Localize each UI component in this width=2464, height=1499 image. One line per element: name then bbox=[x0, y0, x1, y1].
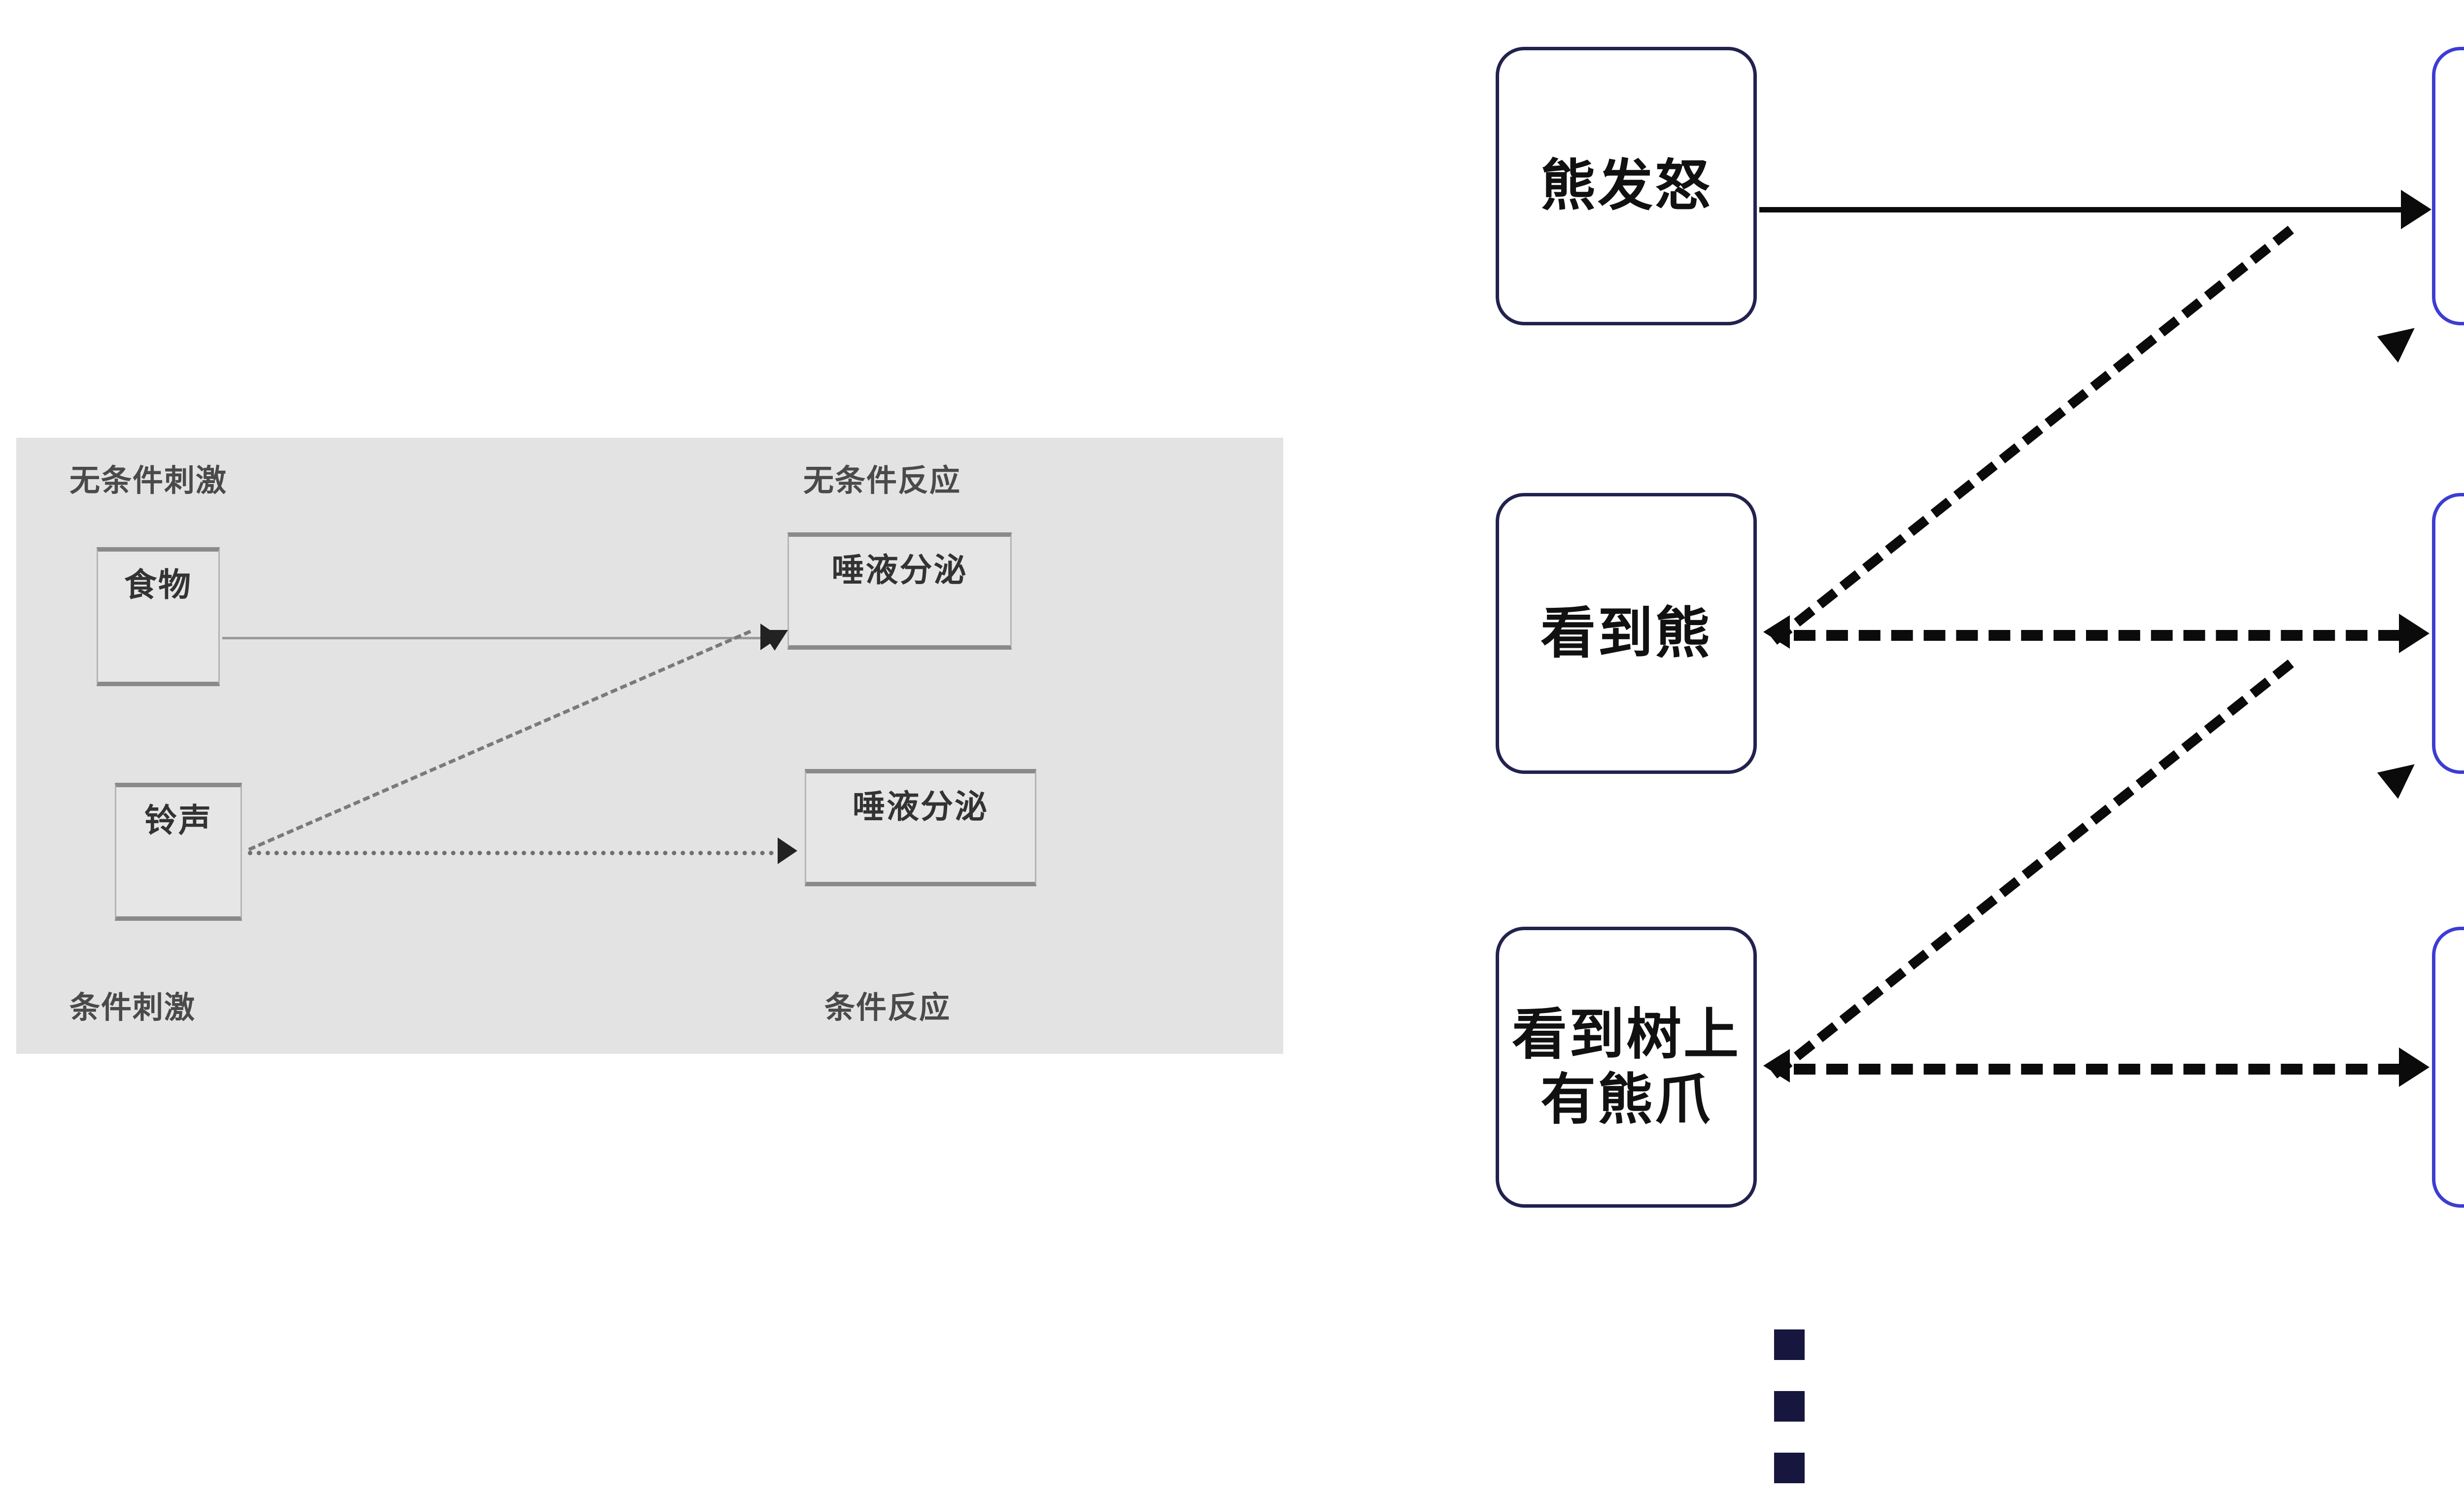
arrowhead-see-claw-to-vsprime bbox=[2377, 751, 2425, 799]
label-conditioned-response: 条件反应 bbox=[824, 991, 951, 1025]
edge-see-claw-to-vsprime bbox=[1771, 660, 2294, 1079]
ellipsis-left-dot-2 bbox=[1774, 1391, 1805, 1422]
edge-see-bear-to-vsprime bbox=[1794, 630, 2400, 641]
box-food-label: 食物 bbox=[124, 566, 192, 603]
box-salivation-conditioned-label: 唾液分泌 bbox=[853, 788, 989, 825]
arrowhead-see-bear-to-vsprime bbox=[2399, 614, 2430, 653]
node-see-claw-line-1: 看到树上 bbox=[1512, 1003, 1741, 1065]
node-reward[interactable]: 奖励 bbox=[2432, 47, 2464, 325]
box-salivation-unconditioned: 唾液分泌 bbox=[787, 532, 1012, 650]
edge-see-claw-to-vs bbox=[1794, 1064, 2400, 1075]
arrowhead-see-claw-origin bbox=[1763, 1049, 1790, 1082]
node-value-s-prime[interactable]: V(s′) bbox=[2432, 493, 2464, 774]
box-bell: 铃声 bbox=[115, 783, 242, 921]
arrowhead-see-claw-to-vs bbox=[2399, 1047, 2430, 1087]
label-unconditioned-response: 无条件反应 bbox=[803, 464, 961, 498]
node-bear-angry-label: 熊发怒 bbox=[1540, 155, 1712, 217]
node-see-bear-label: 看到熊 bbox=[1540, 602, 1712, 664]
node-see-claw-line-2: 有熊爪 bbox=[1540, 1069, 1712, 1130]
box-bell-label: 铃声 bbox=[144, 802, 212, 838]
label-unconditioned-stimulus: 无条件刺激 bbox=[69, 464, 228, 498]
edge-anger-to-reward bbox=[1759, 207, 2405, 212]
box-salivation-conditioned: 唾液分泌 bbox=[805, 769, 1036, 886]
ellipsis-left-dot-3 bbox=[1774, 1453, 1805, 1483]
arrow-bell-to-unconditioned-diagonal bbox=[248, 629, 752, 851]
node-bear-angry[interactable]: 熊发怒 bbox=[1496, 47, 1757, 325]
arrowhead-anger-to-reward bbox=[2401, 190, 2431, 229]
node-see-claw-on-tree-label: 看到树上 有熊爪 bbox=[1512, 1002, 1741, 1132]
node-value-s[interactable]: V(s) bbox=[2432, 927, 2464, 1208]
box-salivation-unconditioned-label: 唾液分泌 bbox=[831, 552, 968, 588]
arrowhead-bell-diagonal bbox=[761, 630, 788, 651]
node-see-bear[interactable]: 看到熊 bbox=[1496, 493, 1757, 774]
ellipsis-left-dot-1 bbox=[1774, 1329, 1805, 1360]
classical-conditioning-panel: 无条件刺激 无条件反应 条件刺激 条件反应 食物 铃声 唾液分泌 唾液分泌 bbox=[16, 438, 1283, 1054]
edge-see-bear-to-reward bbox=[1771, 226, 2294, 645]
label-conditioned-stimulus: 条件刺激 bbox=[69, 991, 196, 1025]
box-food: 食物 bbox=[97, 547, 220, 686]
arrowhead-see-bear-to-reward bbox=[2377, 314, 2425, 363]
node-see-claw-on-tree[interactable]: 看到树上 有熊爪 bbox=[1496, 927, 1757, 1208]
arrowhead-see-bear-origin bbox=[1763, 615, 1790, 649]
